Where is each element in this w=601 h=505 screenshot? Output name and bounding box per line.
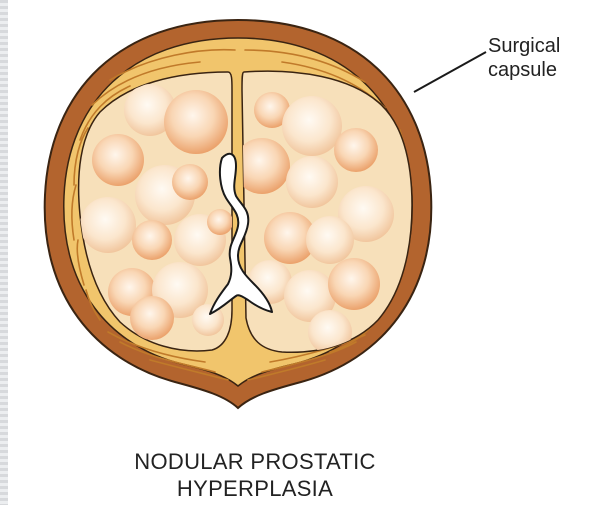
diagram-title: NODULAR PROSTATIC HYPERPLASIA	[40, 448, 470, 502]
surgical-capsule-label: Surgical capsule	[488, 34, 560, 82]
capsule-label-line1: Surgical	[488, 34, 560, 58]
capsule-leader-line	[414, 52, 486, 92]
capsule-label-line2: capsule	[488, 58, 560, 82]
title-line1: NODULAR PROSTATIC	[40, 448, 470, 475]
title-line2: HYPERPLASIA	[40, 475, 470, 502]
